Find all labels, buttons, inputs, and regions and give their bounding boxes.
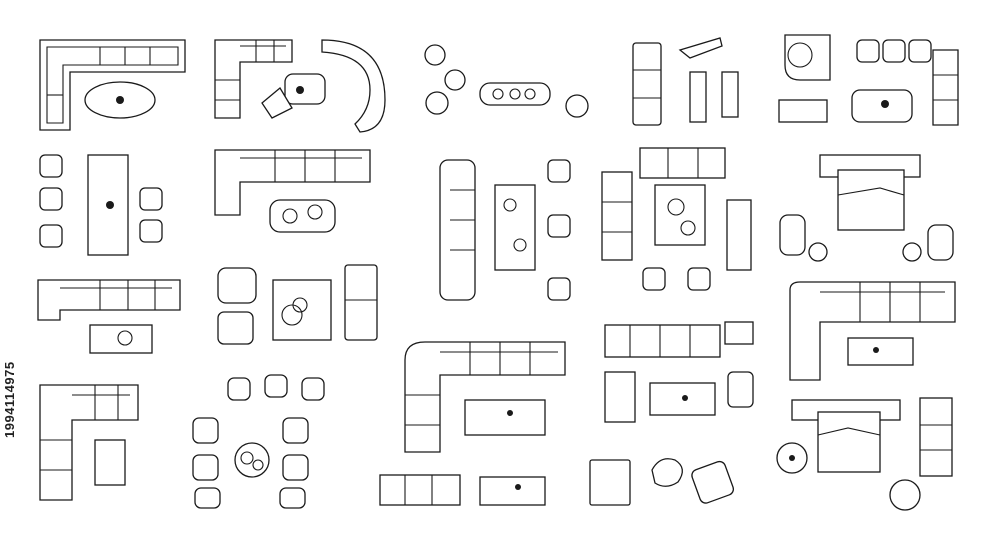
dining-table-chairs xyxy=(39,154,163,256)
large-l-sofa-table xyxy=(789,281,956,381)
sofa-table-armchairs xyxy=(439,159,571,301)
corner-sofa-round-table xyxy=(404,341,566,453)
furniture-set-row3 xyxy=(37,264,956,453)
sofa-and-console xyxy=(379,474,546,506)
sofa-armchairs-bench xyxy=(604,321,754,423)
bed-with-nightstands xyxy=(779,154,954,262)
sofa-square-table xyxy=(601,147,752,291)
furniture-set-row1 xyxy=(39,34,959,133)
armchairs-table-sofa xyxy=(217,264,378,345)
furniture-set-row2 xyxy=(39,147,954,301)
bench-table-set xyxy=(424,44,589,118)
armchair-bench-set xyxy=(778,34,959,126)
l-sofa-armchair-set xyxy=(214,39,386,133)
chairs-and-ottoman xyxy=(589,458,735,506)
long-sofa-coffee-table xyxy=(214,149,371,233)
double-bed-set xyxy=(776,397,953,511)
furniture-set-row4 xyxy=(39,374,953,511)
l-sofa-large-table xyxy=(39,384,139,501)
sofa-rectangular-table xyxy=(37,279,181,354)
round-table-armchairs xyxy=(192,374,325,509)
sofa-lounge-set xyxy=(632,37,739,126)
l-sofa-oval-table xyxy=(39,39,186,131)
